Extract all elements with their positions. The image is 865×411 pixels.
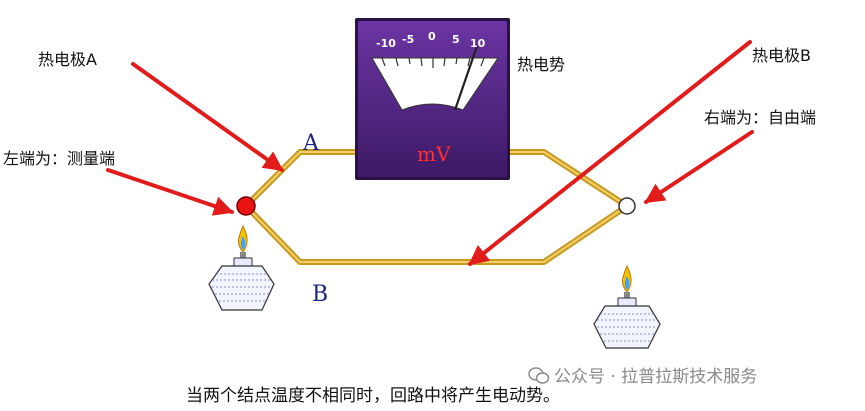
meter-ticks <box>381 57 485 68</box>
meter-unit: mV <box>417 142 451 166</box>
watermark-text: 公众号 · 拉普拉斯技术服务 <box>554 367 758 387</box>
meter-needle <box>453 45 479 111</box>
wire-a-highlight <box>245 151 355 207</box>
wire-a-right-highlight <box>510 151 628 207</box>
label-wire-b: B <box>312 282 329 307</box>
wire-b <box>243 203 629 265</box>
right-burner <box>593 264 661 349</box>
wire-b-highlight <box>245 205 628 263</box>
meter-tick-label: 10 <box>470 37 486 50</box>
watermark: 公众号 · 拉普拉斯技术服务 <box>528 362 757 387</box>
caption: 当两个结点温度不相同时，回路中将产生电动势。 <box>186 386 560 406</box>
wire-a <box>243 149 355 209</box>
arrow-electrode-a <box>131 62 284 172</box>
arrow-electrode-b <box>468 40 752 266</box>
meter-dial <box>371 57 499 111</box>
meter-tick-label: -5 <box>402 33 415 46</box>
arrow-left-end <box>106 168 234 216</box>
arrow-right-end <box>644 130 754 204</box>
meter-tick-label: 0 <box>428 30 436 43</box>
wechat-icon <box>528 367 550 384</box>
millivoltmeter <box>355 18 510 180</box>
label-electrode-a: 热电极A <box>38 50 97 69</box>
label-left-end: 左端为：测量端 <box>3 149 116 168</box>
label-electrode-b: 热电极B <box>752 46 811 65</box>
label-right-end: 右端为：自由端 <box>704 108 817 127</box>
label-wire-a: A <box>303 131 319 156</box>
wire-a-right <box>510 149 629 209</box>
hot-junction <box>236 196 256 216</box>
meter-tick-label: -10 <box>376 37 396 50</box>
cold-junction <box>618 197 636 215</box>
meter-tick-label: 5 <box>452 33 460 46</box>
label-emf: 热电势 <box>517 55 566 74</box>
left-burner <box>208 224 275 311</box>
